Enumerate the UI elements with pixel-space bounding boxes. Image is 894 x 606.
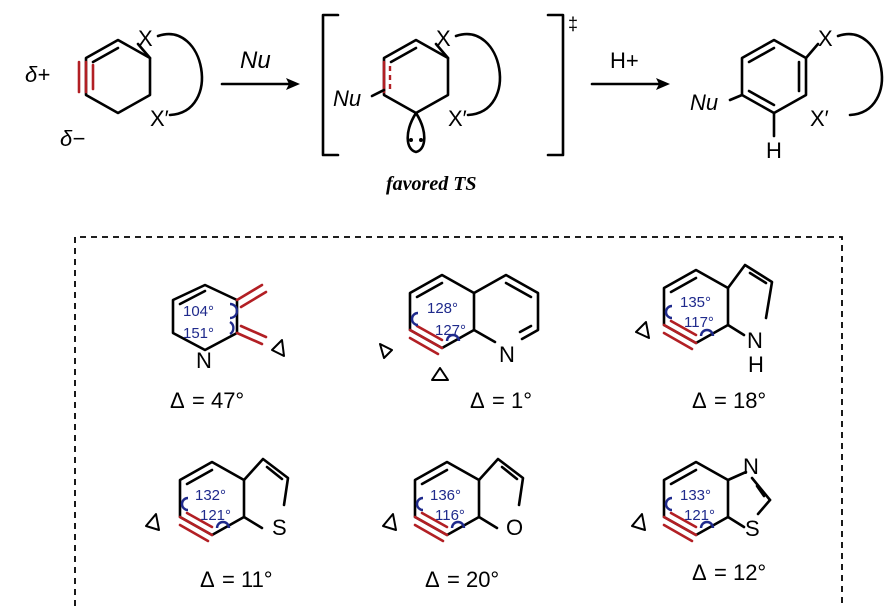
aryne-benzothiophene: 132° 121° S Δ = 11° xyxy=(145,457,290,592)
product-x-label: X xyxy=(818,26,833,51)
product-xprime-label: X′ xyxy=(810,106,829,131)
hetero-atom-label: S xyxy=(272,515,287,540)
delta-symbol: Δ xyxy=(692,388,707,413)
delta-minus-label: δ− xyxy=(60,126,85,151)
angle-label-1: 136° xyxy=(430,487,461,504)
dashed-box xyxy=(74,236,843,606)
delta-value: = 47° xyxy=(192,388,244,413)
angle-label-2: 121° xyxy=(684,507,715,524)
aryne-quinoline: 128° 127° N Δ = 1° xyxy=(379,273,540,413)
transition-state: ‡ Nu X X′ favored TS xyxy=(321,13,578,195)
delta-symbol: Δ xyxy=(470,388,485,413)
angle-label-1: 133° xyxy=(680,487,711,504)
product-nu-label: Nu xyxy=(690,90,718,115)
ts-xprime-label: X′ xyxy=(448,106,467,131)
angle-label-1: 132° xyxy=(195,487,226,504)
favored-ts-caption: favored TS xyxy=(386,173,477,195)
hetero-atom-label: N xyxy=(196,348,212,373)
aryne-benzofuran: 136° 116° O Δ = 20° xyxy=(382,457,525,592)
angle-label-1: 104° xyxy=(183,303,214,320)
arrow-protonation: H+ xyxy=(590,48,670,90)
hetero-atom-label: O xyxy=(506,515,523,540)
delta-value: = 11° xyxy=(222,567,273,592)
angle-label-2: 151° xyxy=(183,325,214,342)
proton-reagent-label: H+ xyxy=(610,48,639,73)
delta-symbol: Δ xyxy=(425,567,440,592)
hetero-atom-label: N xyxy=(747,328,763,353)
aryne-indole: 135° 117° N H Δ = 18° xyxy=(635,263,774,413)
angle-label-2: 116° xyxy=(435,507,465,524)
angle-label-1: 135° xyxy=(680,294,711,311)
delta-value: = 18° xyxy=(714,388,766,413)
delta-symbol: Δ xyxy=(170,388,185,413)
angle-label-2: 127° xyxy=(435,322,466,339)
delta-plus-label: δ+ xyxy=(25,62,50,87)
ts-x-label: X xyxy=(436,26,451,51)
arrow-nucleophile: Nu xyxy=(220,47,300,90)
delta-value: = 1° xyxy=(492,388,532,413)
reactant-xprime-label: X′ xyxy=(150,106,169,131)
ts-nu-label: Nu xyxy=(333,86,361,111)
hetero-s-label: S xyxy=(745,516,760,541)
hetero-atom-label: N xyxy=(499,342,515,367)
product-h-label: H xyxy=(766,138,782,163)
product: Nu X X′ H xyxy=(690,26,884,163)
aryne-benzothiazole: 133° 121° N S Δ = 12° xyxy=(631,454,772,585)
angle-label-2: 117° xyxy=(684,314,714,331)
delta-value: = 20° xyxy=(447,567,499,592)
delta-symbol: Δ xyxy=(692,560,707,585)
delta-symbol: Δ xyxy=(200,567,215,592)
hetero-n-label: N xyxy=(743,454,759,479)
dagger-symbol: ‡ xyxy=(568,14,578,34)
angle-label-2: 121° xyxy=(200,507,231,524)
nu-reagent-label: Nu xyxy=(240,47,271,74)
delta-value: = 12° xyxy=(714,560,766,585)
reactant-x-label: X xyxy=(138,26,153,51)
angle-label-1: 128° xyxy=(427,300,458,317)
aryne-pyridyne: 104° 151° N Δ = 47° xyxy=(170,283,285,413)
reactant-aryne: X X′ δ+ δ− xyxy=(25,26,204,151)
hetero-h-label: H xyxy=(748,352,764,377)
